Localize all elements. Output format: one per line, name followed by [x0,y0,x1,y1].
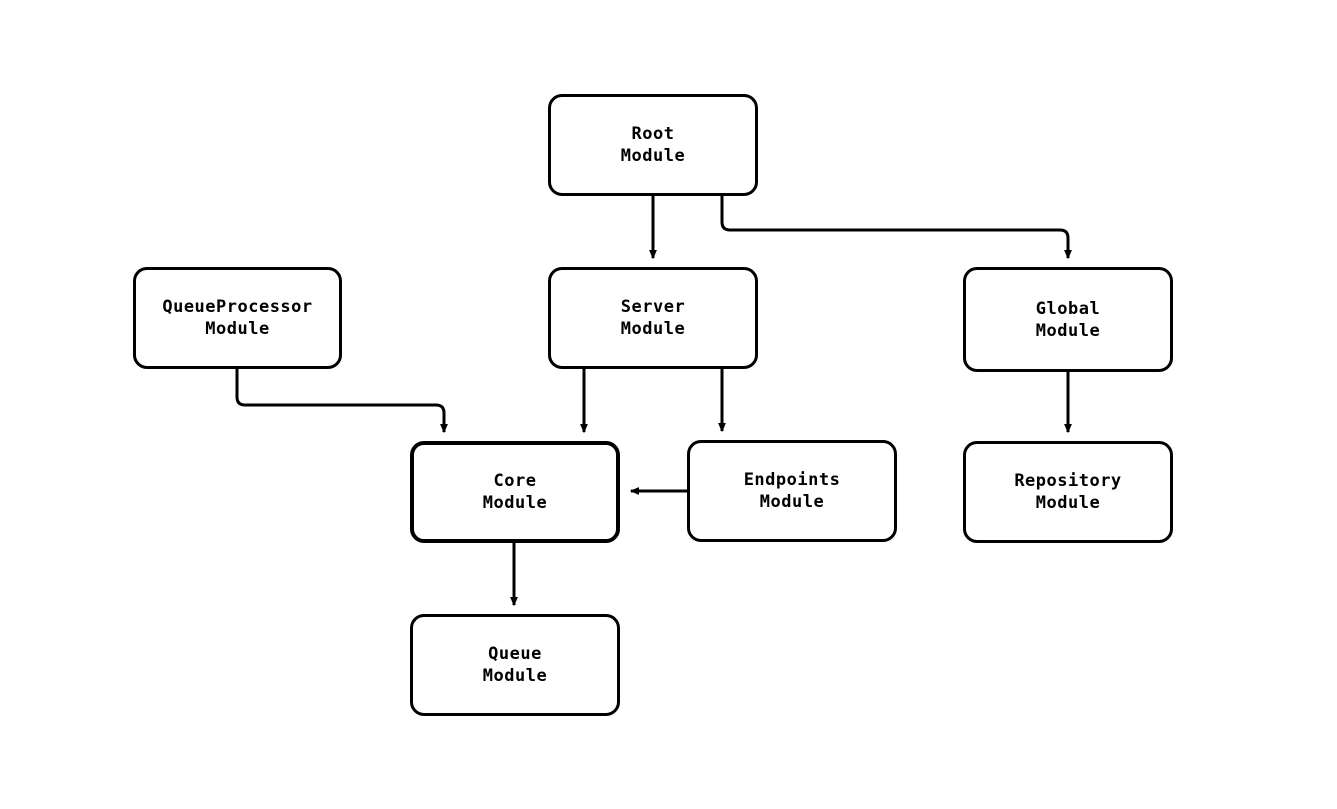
node-endpoints-name: Endpoints [743,470,841,490]
edge-root-global [720,196,1072,260]
node-endpoints-suffix: Module [759,492,825,512]
node-root-name: Root [631,124,675,144]
edge-queueprocessor-core [235,369,448,434]
node-global-suffix: Module [1035,320,1101,341]
node-queue-suffix: Module [482,666,548,686]
node-core-name: Core [493,471,537,491]
node-queue-name: Queue [488,644,542,664]
node-queueprocessor-suffix: Module [205,319,270,339]
node-server-suffix: Module [620,319,686,339]
edges-group [235,196,1072,607]
node-core-suffix: Module [482,493,548,513]
node-server-name: Server [620,297,686,317]
node-repository-suffix: Module [1035,493,1101,513]
node-global-name: Global [1035,298,1101,319]
node-queueprocessor-name: QueueProcessor [162,297,313,317]
node-root-suffix: Module [620,146,686,166]
node-repository-name: Repository [1014,471,1122,491]
